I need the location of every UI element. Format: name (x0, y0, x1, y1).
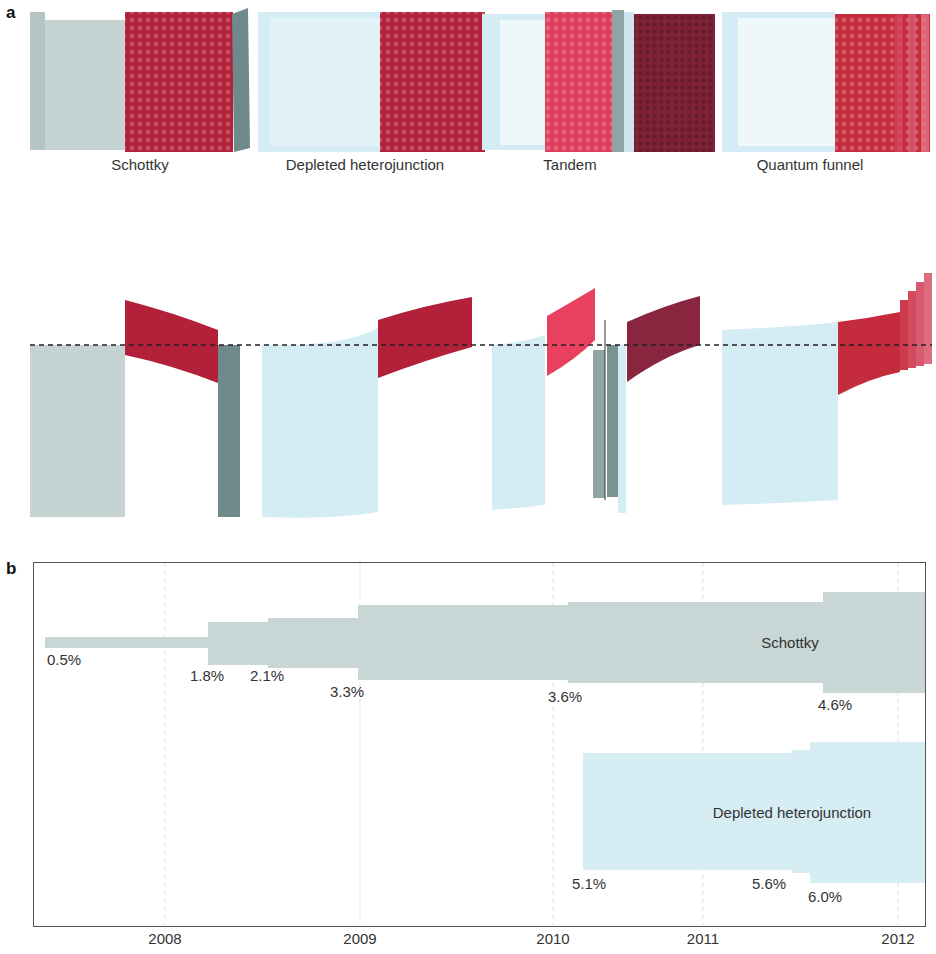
oxide-face (738, 18, 835, 146)
axis-label: 2009 (343, 930, 376, 948)
graded-layer (895, 14, 903, 152)
graded-film (835, 14, 930, 152)
oxide-band (618, 345, 626, 513)
axis-label: 4.6% (818, 696, 852, 714)
oxide-layer (258, 12, 380, 152)
small-gap-film (545, 12, 613, 152)
oxide-band (262, 328, 378, 518)
oxide-layer (482, 14, 545, 150)
band-step (358, 605, 569, 680)
grid-line (165, 563, 166, 925)
graded-layer (908, 14, 916, 152)
cqd-band (838, 312, 900, 395)
band-label: Depleted heterojunction (713, 804, 871, 822)
oxide-layer (722, 12, 835, 152)
recombination-layer (624, 12, 634, 152)
axis-label: 0.5% (47, 651, 81, 669)
recombination-layer (612, 10, 624, 152)
metal-band (218, 345, 240, 517)
panel-letter: a (6, 4, 15, 22)
dot-texture (125, 12, 233, 152)
band-step (208, 622, 269, 665)
axis-label: 5.6% (752, 875, 786, 893)
axis-label: 5.1% (572, 875, 606, 893)
axis-label: 2008 (148, 930, 181, 948)
efficiency-band: Schottky (45, 592, 925, 693)
cqd-band (627, 296, 700, 382)
dot-texture (634, 14, 715, 152)
oxide-face (270, 18, 380, 146)
oxide-band (492, 335, 545, 510)
axis-label: 6.0% (808, 888, 842, 906)
cqd-band (378, 297, 472, 378)
graded-band (924, 273, 932, 364)
fermi-level (30, 344, 932, 346)
axis-label: 2012 (881, 930, 914, 948)
axis-label: 1.8% (190, 667, 224, 685)
panel-letter: b (6, 560, 16, 578)
axis-label: 3.3% (330, 683, 364, 701)
band-step (268, 618, 359, 668)
oxide-band (722, 322, 838, 505)
graded-band (900, 300, 908, 370)
recombination-band (607, 345, 618, 497)
band-label: Schottky (761, 634, 819, 652)
axis-label: Quantum funnel (757, 156, 864, 174)
recombination-band (593, 350, 605, 498)
graded-band (916, 282, 924, 366)
cqd-band (125, 300, 218, 383)
efficiency-band: Depleted heterojunction (583, 742, 925, 883)
large-gap-film (634, 14, 715, 152)
dot-texture (835, 14, 930, 152)
band-step (45, 637, 209, 648)
device-illustrations (30, 8, 930, 152)
quantum-dot-film (125, 12, 233, 152)
band-diagrams (30, 273, 932, 518)
dot-texture (545, 12, 613, 152)
junction-line (605, 320, 606, 500)
axis-label: 2011 (687, 930, 719, 948)
metal-contact (232, 8, 250, 152)
band-step (823, 592, 925, 693)
band-step (568, 602, 824, 683)
graded-band (908, 291, 916, 368)
substrate-edge (30, 12, 45, 150)
quantum-dot-film (380, 12, 485, 152)
dot-texture (380, 12, 485, 152)
axis-label: 3.6% (548, 688, 582, 706)
chart-frame (34, 563, 926, 927)
timeline-frame (34, 563, 926, 927)
graded-layer (921, 14, 929, 152)
contact-band (30, 345, 125, 517)
axis-label: Schottky (111, 156, 169, 174)
cqd-band (547, 288, 595, 376)
oxide-face (500, 20, 545, 145)
axis-label: Depleted heterojunction (286, 156, 444, 174)
axis-label: 2.1% (250, 667, 284, 685)
axis-label: Tandem (543, 156, 596, 174)
axis-label: 2010 (536, 930, 569, 948)
